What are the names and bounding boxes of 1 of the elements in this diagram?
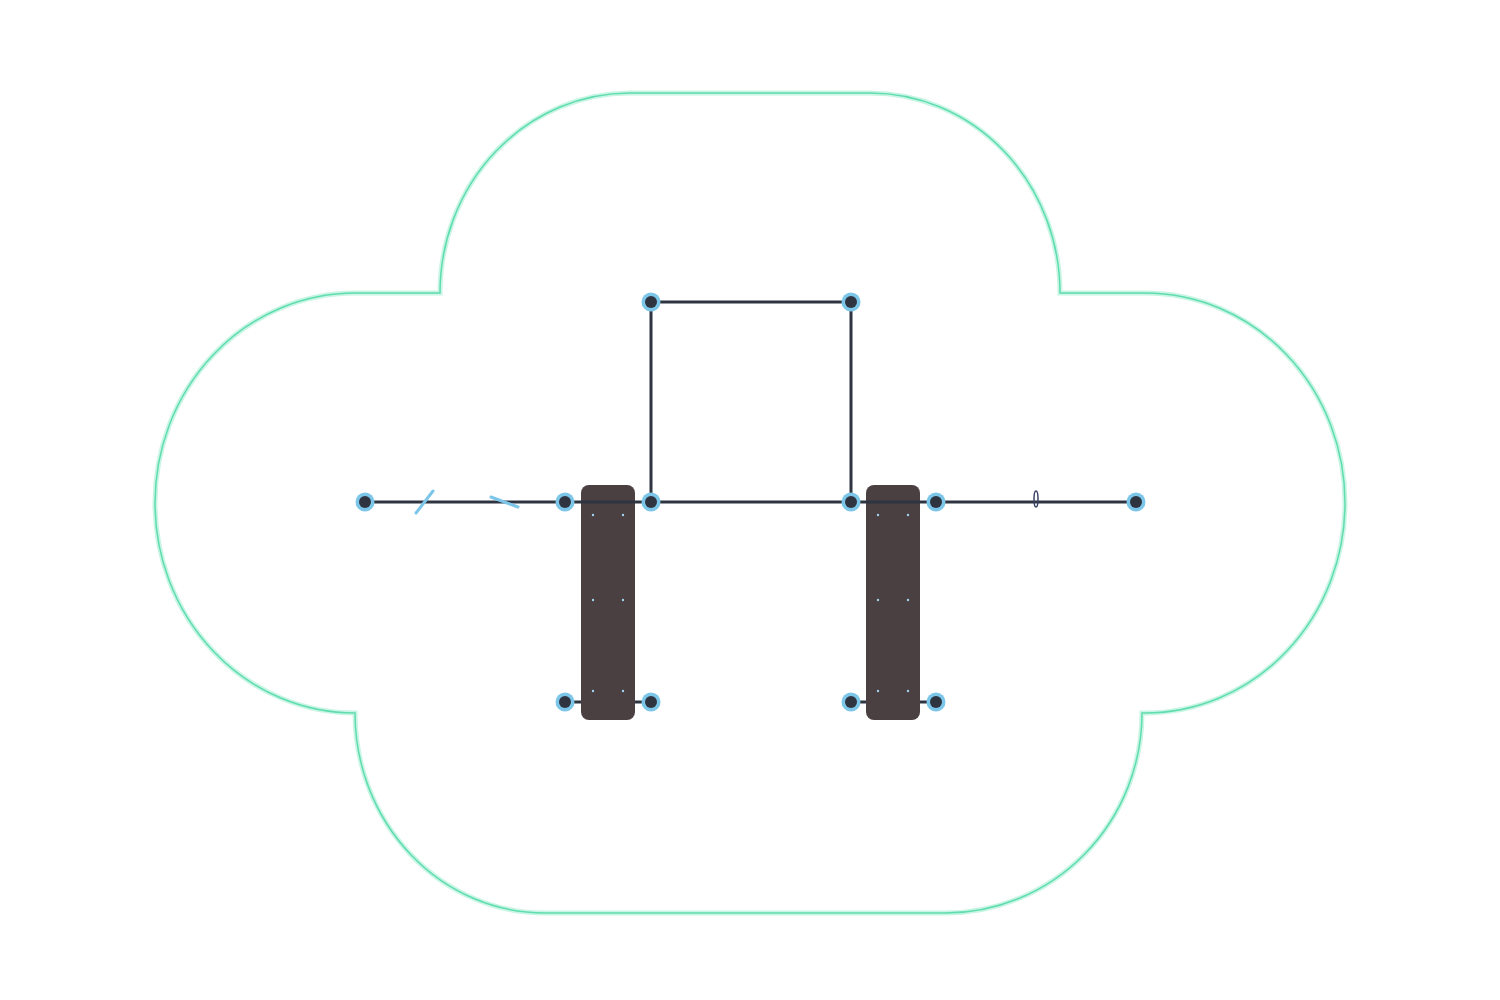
cloud-outline bbox=[150, 88, 1350, 918]
